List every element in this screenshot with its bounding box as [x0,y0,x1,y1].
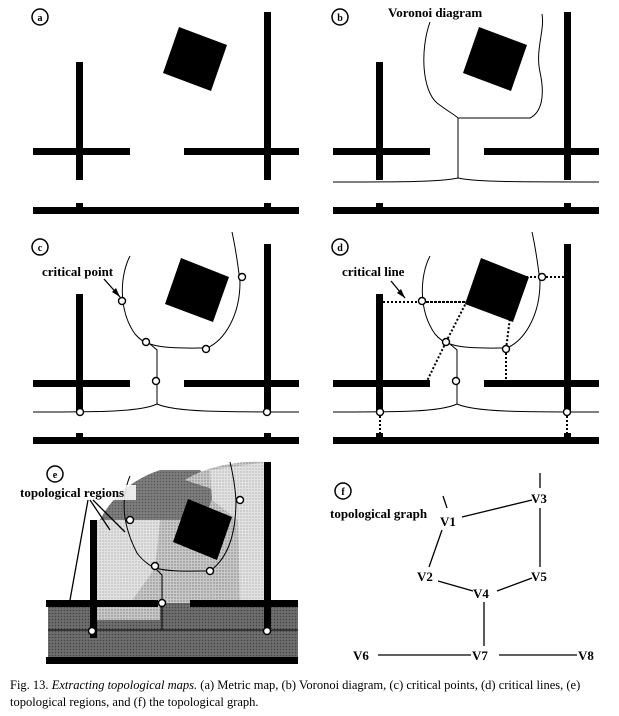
wall [33,148,130,155]
panel-e: e topological regions [18,461,298,664]
voronoi-edge [332,118,600,183]
obstacle [163,27,227,91]
graph-edges [378,473,577,656]
panel-a-badge [31,8,49,26]
voronoi-edge [423,13,544,119]
panel-b: b Voronoi diagram [331,5,600,214]
critical-line-label: critical line [342,264,405,279]
node-v8: V8 [578,648,594,663]
panel-d: d critical line [331,231,600,444]
node-v2: V2 [417,569,433,584]
node-v7: V7 [472,648,488,663]
critical-point-label: critical point [42,264,114,279]
panel-a: a [31,8,299,214]
panel-b-letter: b [337,13,343,24]
critical-points [75,272,272,417]
node-v3: V3 [531,491,547,506]
caption-title: Extracting topological maps. [51,678,198,692]
panel-f: f topological graph V1 V2 V3 V4 V5 V6 V7… [330,473,594,663]
panel-a-letter: a [38,13,43,24]
critical-lines [379,276,568,437]
voronoi-label: Voronoi diagram [388,5,482,20]
node-v5: V5 [531,569,547,584]
topological-graph-label: topological graph [330,506,428,521]
node-v4: V4 [473,586,489,601]
caption-fig: Fig. 13. [10,678,49,692]
wall [264,12,271,180]
caption-text: (a) Metric map, (b) Voronoi diagram, (c)… [10,678,581,709]
panel-d-letter: d [337,243,343,254]
topological-regions-label: topological regions [20,485,124,500]
node-v1: V1 [440,514,456,529]
panel-c: c critical point [31,231,300,444]
panel-b-badge [331,8,349,26]
panel-f-letter: f [341,487,345,498]
node-v6: V6 [353,648,369,663]
panel-e-letter: e [53,470,58,481]
wall [76,62,83,180]
wall [33,207,299,214]
wall [184,148,299,155]
panel-c-letter: c [38,243,43,254]
figure-caption: Fig. 13. Extracting topological maps. (a… [10,677,612,711]
